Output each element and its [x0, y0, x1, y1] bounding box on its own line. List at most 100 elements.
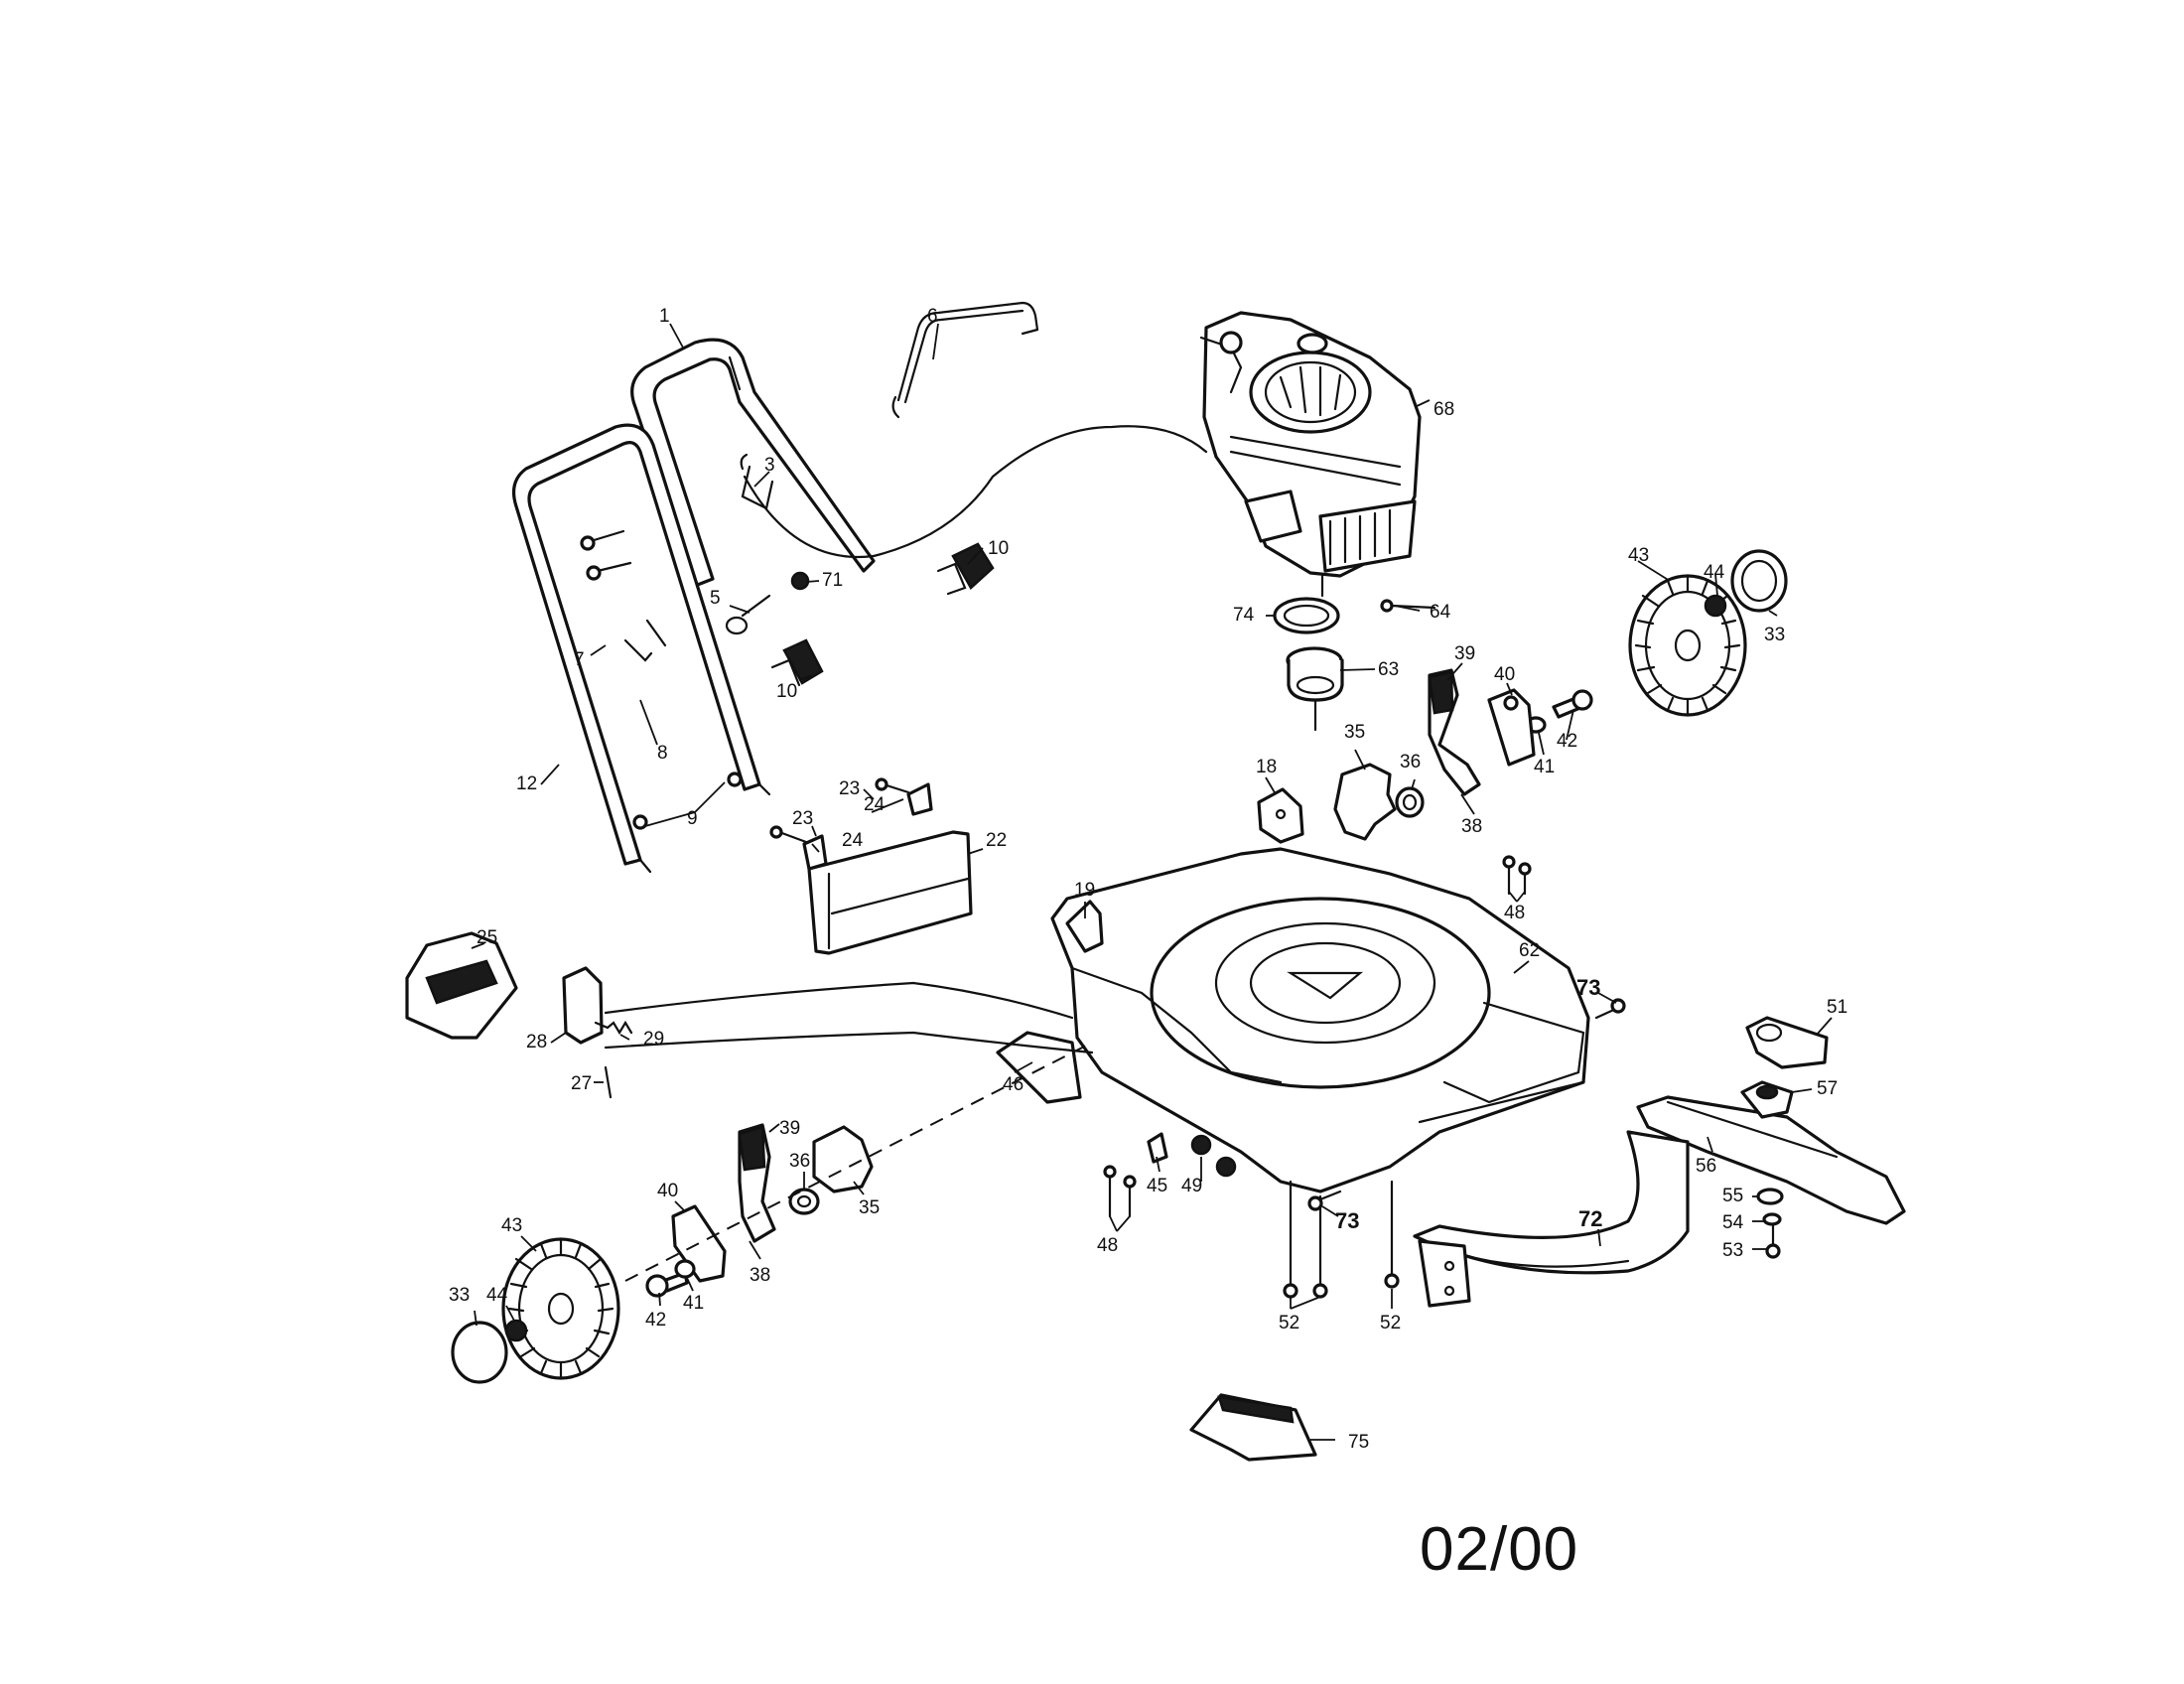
callout-23-lower: 23	[792, 808, 813, 829]
callout-73-bottom: 73	[1335, 1208, 1359, 1233]
callout-51: 51	[1827, 997, 1847, 1018]
callout-18: 18	[1256, 757, 1277, 777]
callout-46: 46	[1003, 1074, 1024, 1095]
hubcap-left	[451, 1321, 508, 1384]
callout-23-upper: 23	[839, 778, 860, 799]
callout-52-right: 52	[1380, 1313, 1401, 1333]
wheel-washer-left	[674, 1259, 696, 1279]
callout-41-right: 41	[1534, 757, 1555, 777]
bolt-71	[790, 571, 810, 591]
handle-knob-lower	[770, 638, 824, 687]
callout-10-lower: 10	[776, 681, 797, 702]
callout-29: 29	[643, 1029, 664, 1050]
leader-lines	[471, 323, 1833, 1441]
callout-43-left: 43	[501, 1215, 522, 1236]
handle-bolts	[580, 529, 632, 581]
callout-44-left: 44	[486, 1285, 508, 1306]
callout-36-right: 36	[1400, 752, 1421, 772]
chute-hinge-bolts	[769, 777, 933, 871]
callout-71: 71	[822, 570, 843, 591]
callout-24-lower: 24	[842, 830, 864, 851]
deck-nuts-49	[1190, 1134, 1237, 1178]
callout-41-left: 41	[683, 1293, 704, 1314]
callout-19: 19	[1074, 880, 1095, 901]
deck-bracket-19	[1065, 900, 1104, 953]
callout-33-left: 33	[449, 1285, 470, 1306]
callout-7: 7	[574, 649, 585, 670]
blade-bolt-53	[1765, 1224, 1781, 1259]
callout-33-right: 33	[1764, 625, 1785, 645]
eyebolt	[725, 594, 771, 635]
callout-49: 49	[1181, 1176, 1202, 1196]
spacer-right	[1395, 786, 1425, 818]
callout-74: 74	[1233, 605, 1255, 626]
callout-57: 57	[1817, 1078, 1838, 1099]
control-bar	[891, 301, 1039, 419]
callout-54: 54	[1722, 1212, 1744, 1233]
engine-gasket-ring	[1273, 597, 1340, 634]
bolts-right	[1502, 855, 1532, 896]
wheel-nut-left	[504, 1319, 528, 1342]
mower-deck	[1050, 847, 1590, 1193]
height-adjuster-bracket-right	[1487, 688, 1536, 767]
height-adjuster-lever-left	[738, 1123, 776, 1243]
callout-22: 22	[986, 830, 1007, 851]
pin-27	[604, 1065, 613, 1099]
callout-40-right: 40	[1494, 664, 1515, 685]
callout-43-right: 43	[1628, 545, 1649, 566]
discharge-chute	[1189, 1393, 1317, 1462]
handle-washers	[632, 772, 743, 830]
wheel-left	[501, 1237, 620, 1380]
callout-53: 53	[1722, 1240, 1743, 1261]
hubcap-right	[1730, 549, 1788, 613]
handle-clips	[623, 619, 667, 662]
callout-52-left: 52	[1279, 1313, 1299, 1333]
callout-39-right: 39	[1454, 643, 1475, 664]
height-plate-right	[1333, 763, 1397, 841]
engine	[1199, 311, 1422, 578]
callout-5: 5	[710, 588, 721, 609]
callout-38-left: 38	[750, 1265, 770, 1286]
callout-25: 25	[477, 927, 497, 948]
deck-bolts-52	[1283, 1180, 1400, 1299]
deck-bolt-73-right	[1594, 998, 1626, 1020]
callout-1: 1	[659, 306, 670, 327]
deck-bolt-73-bottom	[1307, 1190, 1342, 1211]
blade-washer-54	[1762, 1212, 1782, 1226]
blade-adapter-51	[1745, 1016, 1829, 1069]
callout-44-right: 44	[1704, 562, 1725, 583]
callout-72: 72	[1578, 1206, 1602, 1231]
callout-45: 45	[1147, 1176, 1167, 1196]
callout-40-left: 40	[657, 1181, 678, 1201]
blade-stiffener-57	[1740, 1080, 1794, 1119]
callout-3: 3	[764, 455, 775, 476]
callout-62: 62	[1519, 940, 1540, 961]
callout-48-right: 48	[1504, 903, 1525, 923]
callout-10: 10	[988, 538, 1009, 559]
deck-bracket-18	[1257, 787, 1304, 844]
blade-washer-55	[1756, 1188, 1784, 1205]
callout-36-left: 36	[789, 1151, 810, 1172]
callout-12: 12	[516, 773, 537, 794]
wheel-nut-right	[1704, 594, 1727, 618]
callout-64: 64	[1430, 602, 1451, 623]
rear-bracket-28	[562, 966, 610, 1045]
callout-42-left: 42	[645, 1310, 666, 1331]
callout-68: 68	[1433, 399, 1454, 420]
callout-39-left: 39	[779, 1118, 800, 1139]
callout-8: 8	[657, 743, 668, 764]
callout-9: 9	[687, 808, 698, 829]
upper-handle	[630, 338, 876, 588]
wheel-right	[1628, 574, 1747, 717]
baffle	[1413, 1130, 1690, 1308]
callout-48-left: 48	[1097, 1235, 1118, 1256]
height-adjuster-lever-right	[1428, 668, 1481, 796]
rear-axle	[604, 981, 1074, 1020]
callout-35-left: 35	[859, 1197, 880, 1218]
spacer-left	[788, 1188, 820, 1215]
callout-42-right: 42	[1557, 731, 1577, 752]
callout-73-right: 73	[1576, 975, 1600, 1000]
callout-6: 6	[927, 306, 938, 327]
bolts-left	[1103, 1165, 1137, 1218]
throttle-cable	[743, 425, 1208, 559]
